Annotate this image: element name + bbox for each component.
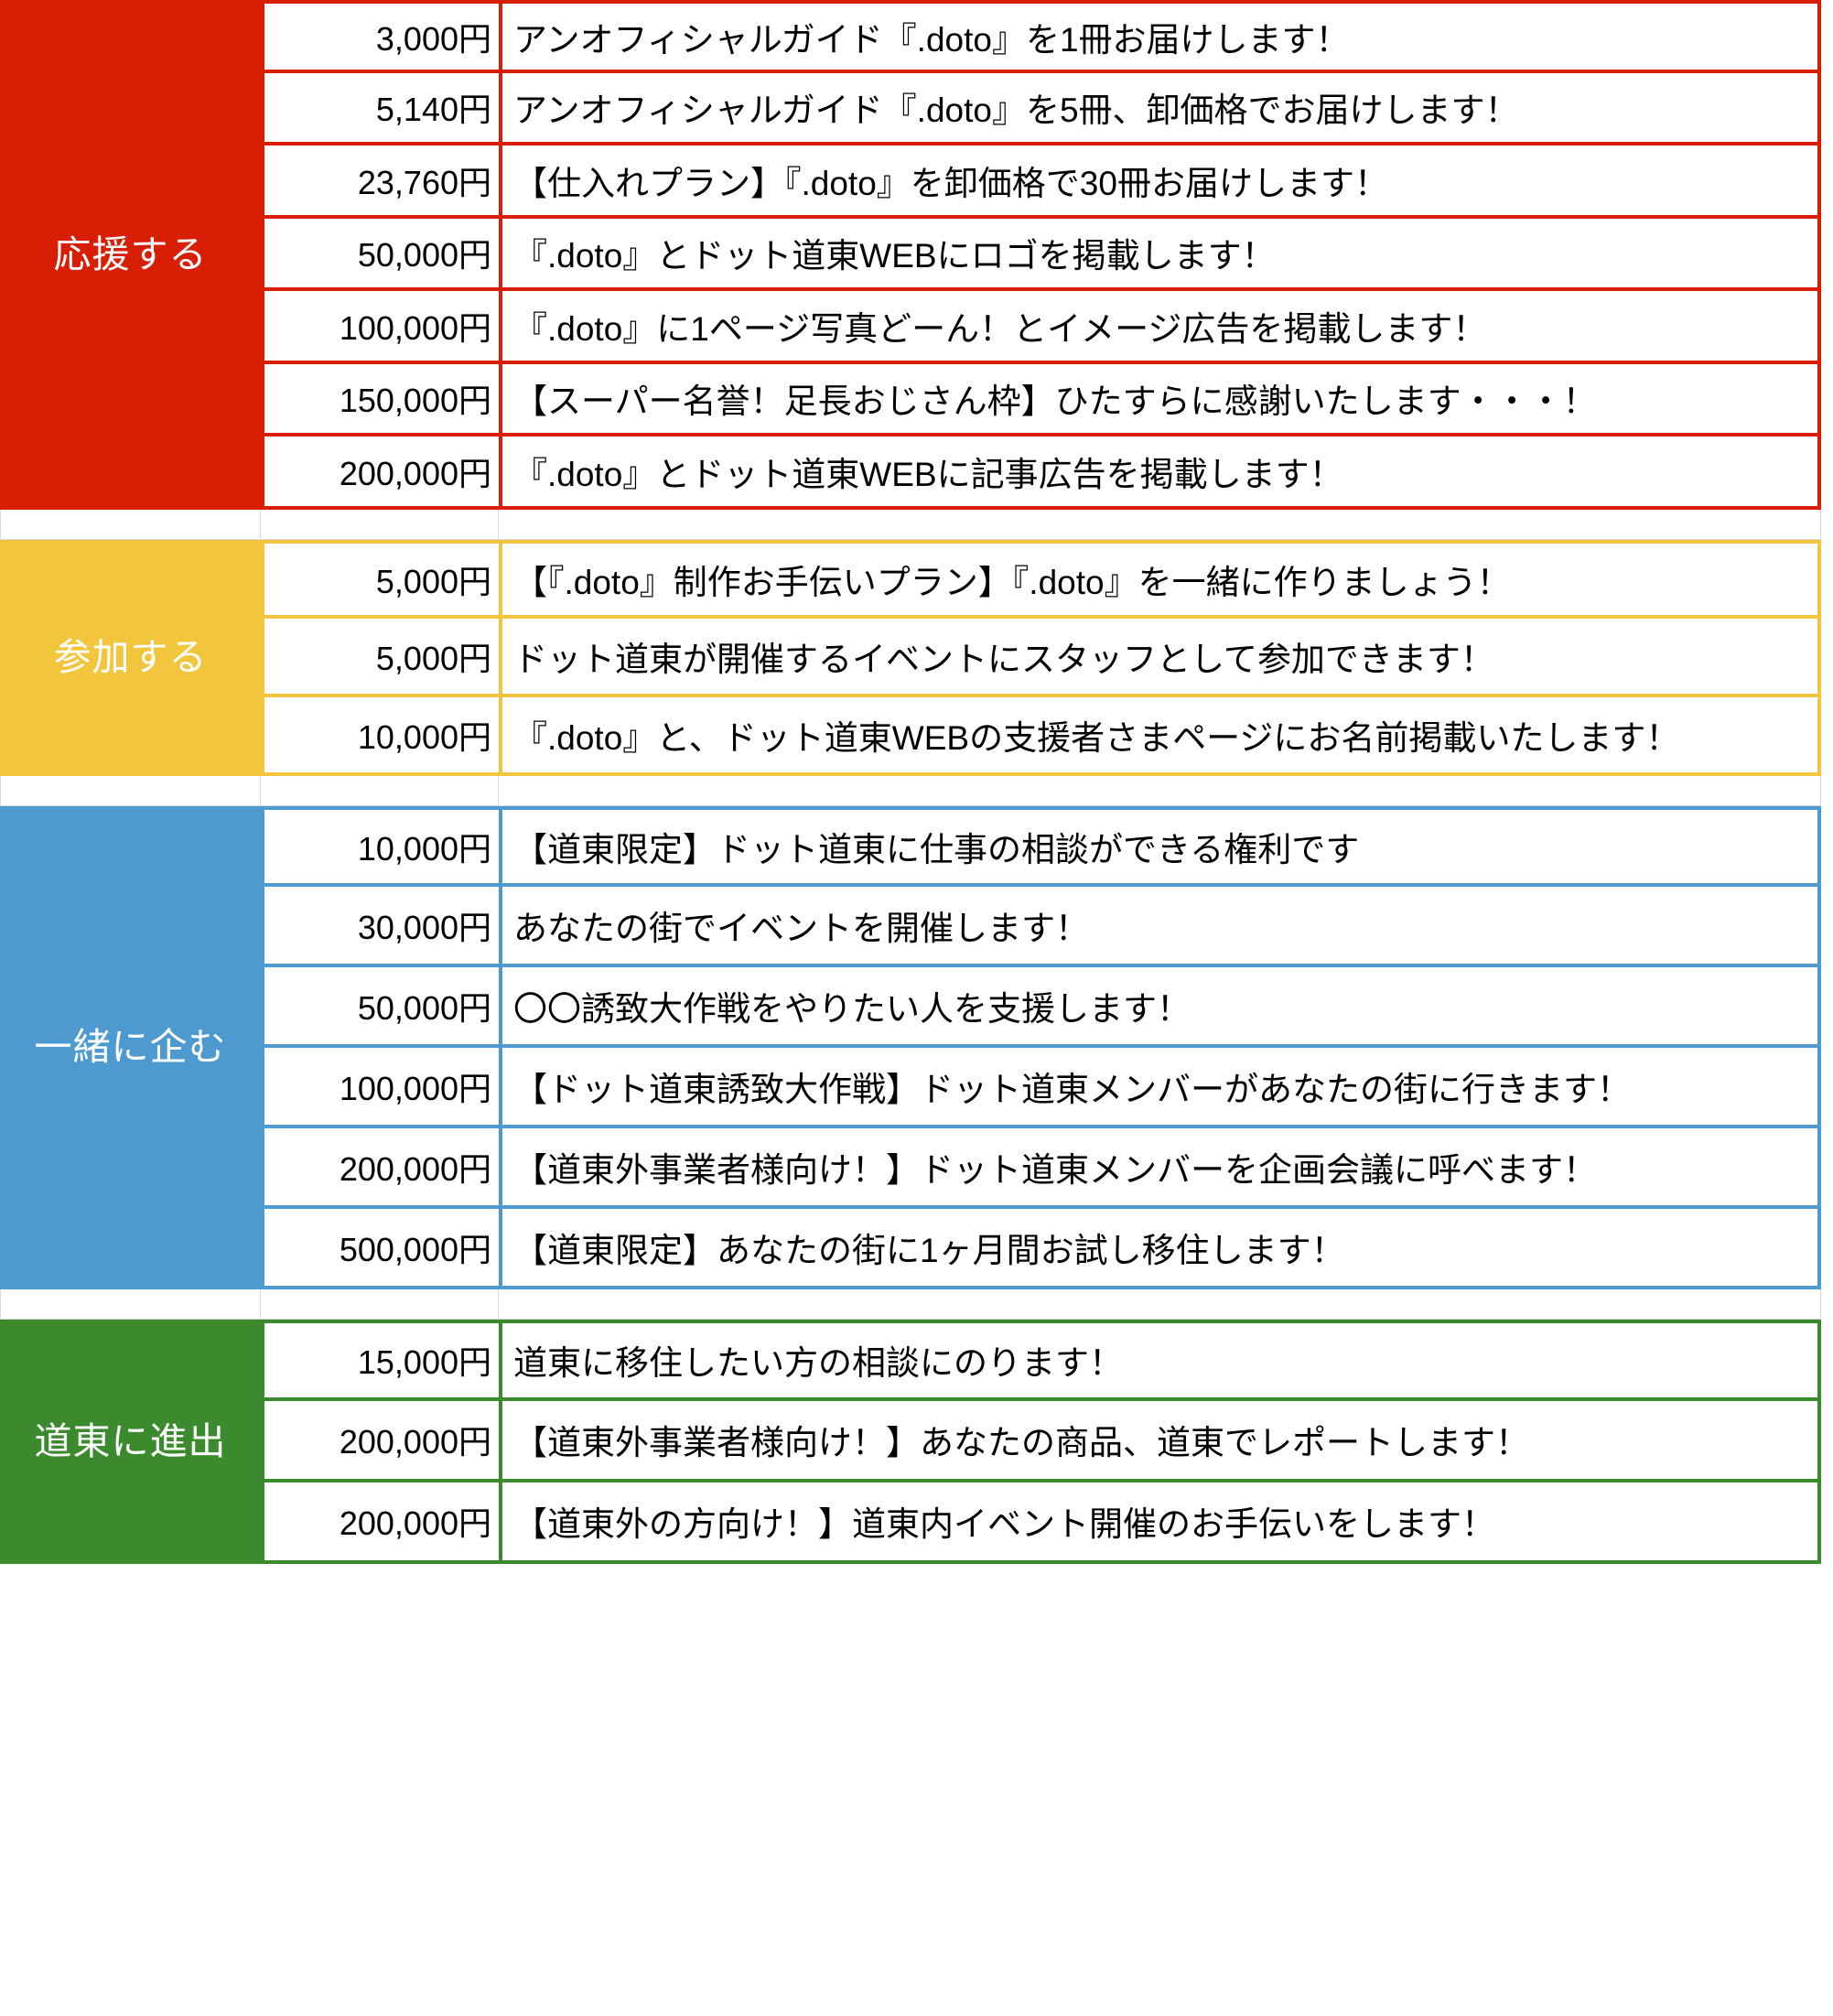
section-spacer xyxy=(0,775,1821,806)
price-cell: 3,000円 xyxy=(264,4,502,70)
table-row[interactable]: 5,000円 【『.doto』制作お手伝いプラン】『.doto』を一緒に作りまし… xyxy=(261,539,1821,619)
price-cell: 30,000円 xyxy=(264,886,502,964)
description-cell: 『.doto』と、ドット道東WEBの支援者さまページにお名前掲載いたします！ xyxy=(513,718,1680,757)
spacer-cell-price xyxy=(261,775,499,806)
category-label-text: 一緒に企む xyxy=(34,1026,227,1068)
table-row[interactable]: 150,000円 【スーパー名誉！足長おじさん枠】ひたすらに感謝いたします・・・… xyxy=(261,363,1821,437)
description-cell: 『.doto』とドット道東WEBにロゴを掲載します！ xyxy=(513,237,1276,275)
description-cell: 〇〇誘致大作戦をやりたい人を支援します！ xyxy=(513,989,1191,1028)
spacer-cell-description xyxy=(499,775,1821,806)
section-spacer xyxy=(0,1288,1821,1320)
price-cell: 5,000円 xyxy=(264,618,502,694)
description-cell: あなたの街でイベントを開催します！ xyxy=(513,909,1089,947)
price-cell: 50,000円 xyxy=(264,218,502,287)
section-rows-participate: 5,000円 【『.doto』制作お手伝いプラン】『.doto』を一緒に作りまし… xyxy=(261,539,1821,776)
category-label-participate: 参加する xyxy=(0,539,261,776)
description-cell: 【道東限定】ドット道東に仕事の相談ができる権利です xyxy=(513,830,1360,868)
spacer-cell-price xyxy=(261,1288,499,1320)
table-row[interactable]: 23,760円 【仕入れプラン】『.doto』を卸価格で30冊お届けします！ xyxy=(261,146,1821,219)
table-row[interactable]: 100,000円 『.doto』に1ページ写真どーん！とイメージ広告を掲載します… xyxy=(261,291,1821,364)
description-cell: 【道東限定】あなたの街に1ヶ月間お試し移住します！ xyxy=(513,1231,1345,1269)
price-cell: 5,140円 xyxy=(264,72,502,142)
price-cell: 23,760円 xyxy=(264,146,502,215)
table-row[interactable]: 30,000円 あなたの街でイベントを開催します！ xyxy=(261,886,1821,967)
description-cell: 【『.doto』制作お手伝いプラン】『.doto』を一緒に作りましょう！ xyxy=(513,563,1511,601)
description-cell: 『.doto』に1ページ写真どーん！とイメージ広告を掲載します！ xyxy=(513,309,1487,348)
table-row[interactable]: 3,000円 アンオフィシャルガイド『.doto』を1冊お届けします！ xyxy=(261,0,1821,73)
price-cell: 50,000円 xyxy=(264,966,502,1044)
description-cell: 【道東外の方向け！】道東内イベント開催のお手伝いをします！ xyxy=(513,1505,1495,1543)
description-cell: 【道東外事業者様向け！】あなたの商品、道東でレポートします！ xyxy=(513,1424,1529,1461)
spacer-cell-category xyxy=(0,775,261,806)
price-cell: 150,000円 xyxy=(264,363,502,433)
table-row[interactable]: 50,000円 『.doto』とドット道東WEBにロゴを掲載します！ xyxy=(261,218,1821,291)
table-row[interactable]: 5,000円 ドット道東が開催するイベントにスタッフとして参加できます！ xyxy=(261,618,1821,697)
spacer-cell-category xyxy=(0,509,261,540)
section-support: 応援する 3,000円 アンオフィシャルガイド『.doto』を1冊お届けします！… xyxy=(0,0,1821,510)
section-expand: 道東に進出 15,000円 道東に移住したい方の相談にのります！ 200,000… xyxy=(0,1319,1821,1564)
section-rows-expand: 15,000円 道東に移住したい方の相談にのります！ 200,000円 【道東外… xyxy=(261,1319,1821,1564)
table-row[interactable]: 10,000円 【道東限定】ドット道東に仕事の相談ができる権利です xyxy=(261,805,1821,887)
spacer-cell-description xyxy=(499,1288,1821,1320)
table-row[interactable]: 200,000円 【道東外事業者様向け！】ドット道東メンバーを企画会議に呼べます… xyxy=(261,1127,1821,1209)
section-participate: 参加する 5,000円 【『.doto』制作お手伝いプラン】『.doto』を一緒… xyxy=(0,539,1821,776)
section-spacer xyxy=(0,509,1821,540)
section-rows-collaborate: 10,000円 【道東限定】ドット道東に仕事の相談ができる権利です 30,000… xyxy=(261,805,1821,1289)
price-cell: 100,000円 xyxy=(264,291,502,361)
category-label-collaborate: 一緒に企む xyxy=(0,805,261,1289)
description-cell: 【スーパー名誉！足長おじさん枠】ひたすらに感謝いたします・・・！ xyxy=(513,383,1597,421)
price-cell: 15,000円 xyxy=(264,1322,502,1397)
table-row[interactable]: 500,000円 【道東限定】あなたの街に1ヶ月間お試し移住します！ xyxy=(261,1208,1821,1289)
description-cell: 【ドット道東誘致大作戦】ドット道東メンバーがあなたの街に行きます！ xyxy=(513,1070,1631,1108)
description-cell: 【仕入れプラン】『.doto』を卸価格で30冊お届けします！ xyxy=(513,164,1388,202)
spacer-cell-price xyxy=(261,509,499,540)
price-cell: 100,000円 xyxy=(264,1047,502,1125)
category-label-text: 道東に進出 xyxy=(34,1419,227,1462)
spacer-cell-description xyxy=(499,509,1821,540)
price-cell: 200,000円 xyxy=(264,1127,502,1205)
description-cell: ドット道東が開催するイベントにスタッフとして参加できます！ xyxy=(513,640,1494,678)
category-label-support: 応援する xyxy=(0,0,261,510)
category-label-text: 参加する xyxy=(53,636,208,678)
description-cell: アンオフィシャルガイド『.doto』を1冊お届けします！ xyxy=(513,20,1350,59)
description-cell: 【道東外事業者様向け！】ドット道東メンバーを企画会議に呼べます！ xyxy=(513,1150,1597,1189)
section-rows-support: 3,000円 アンオフィシャルガイド『.doto』を1冊お届けします！ 5,14… xyxy=(261,0,1821,510)
table-row[interactable]: 100,000円 【ドット道東誘致大作戦】ドット道東メンバーがあなたの街に行きま… xyxy=(261,1047,1821,1128)
table-row[interactable]: 50,000円 〇〇誘致大作戦をやりたい人を支援します！ xyxy=(261,966,1821,1048)
table-row[interactable]: 200,000円 【道東外事業者様向け！】あなたの商品、道東でレポートします！ xyxy=(261,1400,1821,1482)
description-cell: 『.doto』とドット道東WEBに記事広告を掲載します！ xyxy=(513,455,1343,493)
description-cell: アンオフィシャルガイド『.doto』を5冊、卸価格でお届けします！ xyxy=(513,92,1519,130)
section-collaborate: 一緒に企む 10,000円 【道東限定】ドット道東に仕事の相談ができる権利です … xyxy=(0,805,1821,1289)
table-row[interactable]: 15,000円 道東に移住したい方の相談にのります！ xyxy=(261,1319,1821,1401)
table-row[interactable]: 200,000円 『.doto』とドット道東WEBに記事広告を掲載します！ xyxy=(261,437,1821,510)
table-row[interactable]: 200,000円 【道東外の方向け！】道東内イベント開催のお手伝いをします！ xyxy=(261,1482,1821,1564)
table-row[interactable]: 10,000円 『.doto』と、ドット道東WEBの支援者さまページにお名前掲載… xyxy=(261,696,1821,776)
price-cell: 5,000円 xyxy=(264,543,502,615)
price-cell: 10,000円 xyxy=(264,696,502,772)
description-cell: 道東に移住したい方の相談にのります！ xyxy=(513,1344,1123,1382)
price-cell: 10,000円 xyxy=(264,809,502,883)
category-label-expand: 道東に進出 xyxy=(0,1319,261,1564)
price-cell: 200,000円 xyxy=(264,437,502,506)
table-row[interactable]: 5,140円 アンオフィシャルガイド『.doto』を5冊、卸価格でお届けします！ xyxy=(261,72,1821,146)
price-cell: 500,000円 xyxy=(264,1208,502,1286)
price-cell: 200,000円 xyxy=(264,1482,502,1560)
price-cell: 200,000円 xyxy=(264,1400,502,1479)
spacer-cell-category xyxy=(0,1288,261,1320)
category-label-text: 応援する xyxy=(53,232,208,275)
